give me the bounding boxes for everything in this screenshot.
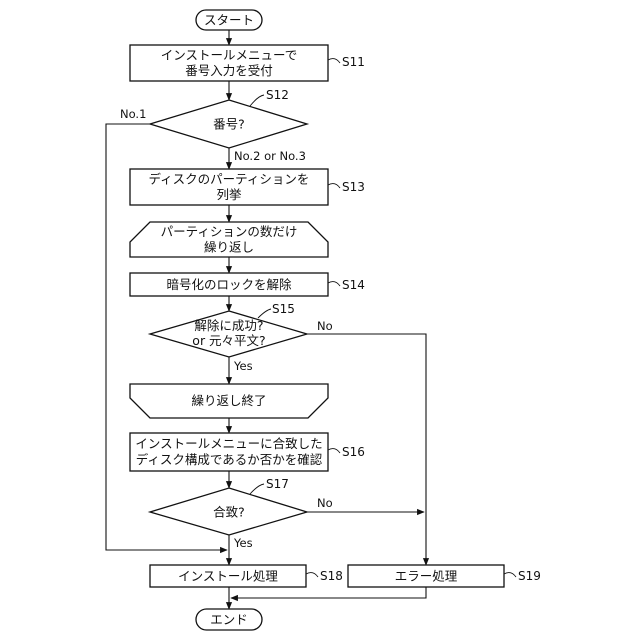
svg-text:スタート: スタート (204, 13, 254, 28)
label-s15-yes: Yes (233, 359, 253, 373)
label-s12-no1: No.1 (120, 107, 146, 121)
svg-text:合致?: 合致? (213, 505, 245, 520)
step-label-s15: S15 (272, 302, 295, 316)
step-label-s16: S16 (342, 445, 365, 459)
svg-text:列挙: 列挙 (216, 187, 242, 202)
step-label-s17: S17 (266, 477, 289, 491)
step-labels: S11 S12 S13 S14 S15 S16 S17 S18 S19 (250, 55, 541, 583)
node-s13: ディスクのパーティションを 列挙 (130, 169, 328, 205)
node-loop-start: パーティションの数だけ 繰り返し (130, 222, 328, 257)
svg-text:インストール処理: インストール処理 (178, 569, 278, 584)
svg-text:ディスク構成であるか否かを確認: ディスク構成であるか否かを確認 (136, 452, 323, 467)
node-s18: インストール処理 (150, 565, 306, 587)
node-loop-end: 繰り返し終了 (130, 384, 328, 418)
node-s17: 合致? (150, 488, 307, 535)
label-s17-no: No (317, 496, 333, 510)
step-label-s18: S18 (320, 569, 343, 583)
node-start: スタート (196, 10, 262, 30)
svg-text:番号?: 番号? (213, 117, 245, 132)
node-s14: 暗号化のロックを解除 (130, 273, 328, 296)
svg-text:繰り返し終了: 繰り返し終了 (191, 393, 266, 408)
step-label-s14: S14 (342, 278, 365, 292)
svg-text:インストールメニューで: インストールメニューで (161, 48, 298, 63)
step-label-s13: S13 (342, 180, 365, 194)
svg-text:パーティションの数だけ: パーティションの数だけ (161, 224, 298, 239)
step-label-s11: S11 (342, 55, 365, 69)
node-end: エンド (196, 609, 262, 630)
node-s11: インストールメニューで 番号入力を受付 (130, 45, 328, 81)
label-s15-no: No (317, 319, 333, 333)
label-s12-no23: No.2 or No.3 (234, 149, 306, 163)
svg-text:ディスクのパーティションを: ディスクのパーティションを (149, 172, 310, 187)
svg-text:or 元々平文?: or 元々平文? (192, 333, 265, 348)
label-s17-yes: Yes (233, 536, 253, 550)
node-s15: 解除に成功? or 元々平文? (150, 311, 307, 357)
svg-text:インストールメニューに合致した: インストールメニューに合致した (135, 436, 322, 451)
svg-text:エラー処理: エラー処理 (395, 569, 458, 584)
svg-text:番号入力を受付: 番号入力を受付 (185, 63, 273, 78)
node-s12: 番号? (150, 100, 307, 148)
svg-text:解除に成功?: 解除に成功? (194, 318, 263, 333)
svg-text:暗号化のロックを解除: 暗号化のロックを解除 (166, 277, 292, 292)
step-label-s12: S12 (266, 88, 289, 102)
node-s19: エラー処理 (348, 565, 504, 587)
node-s16: インストールメニューに合致した ディスク構成であるか否かを確認 (130, 433, 328, 471)
edge-s19-to-end (231, 587, 426, 598)
step-label-s19: S19 (518, 569, 541, 583)
svg-text:繰り返し: 繰り返し (204, 240, 254, 255)
svg-text:エンド: エンド (210, 612, 248, 627)
